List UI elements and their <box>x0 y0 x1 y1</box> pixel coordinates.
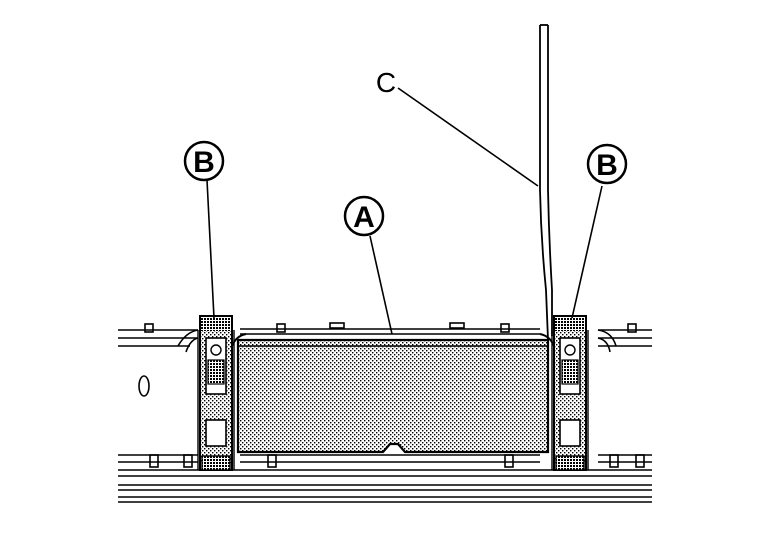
component-a-block <box>231 333 555 454</box>
callout-a: A <box>343 195 385 237</box>
label-c: C <box>376 67 396 98</box>
callout-b-left: B <box>183 140 225 182</box>
label-b-left: B <box>193 146 215 179</box>
leader-lines <box>206 87 603 335</box>
right-bracket-b <box>551 315 589 471</box>
label-b-right: B <box>596 149 618 182</box>
housing-frame <box>118 322 652 468</box>
left-bracket-b <box>197 315 235 471</box>
label-a: A <box>353 201 375 234</box>
part-c-vertical <box>539 24 553 341</box>
base-rails <box>118 469 652 503</box>
callout-b-right: B <box>586 143 628 185</box>
